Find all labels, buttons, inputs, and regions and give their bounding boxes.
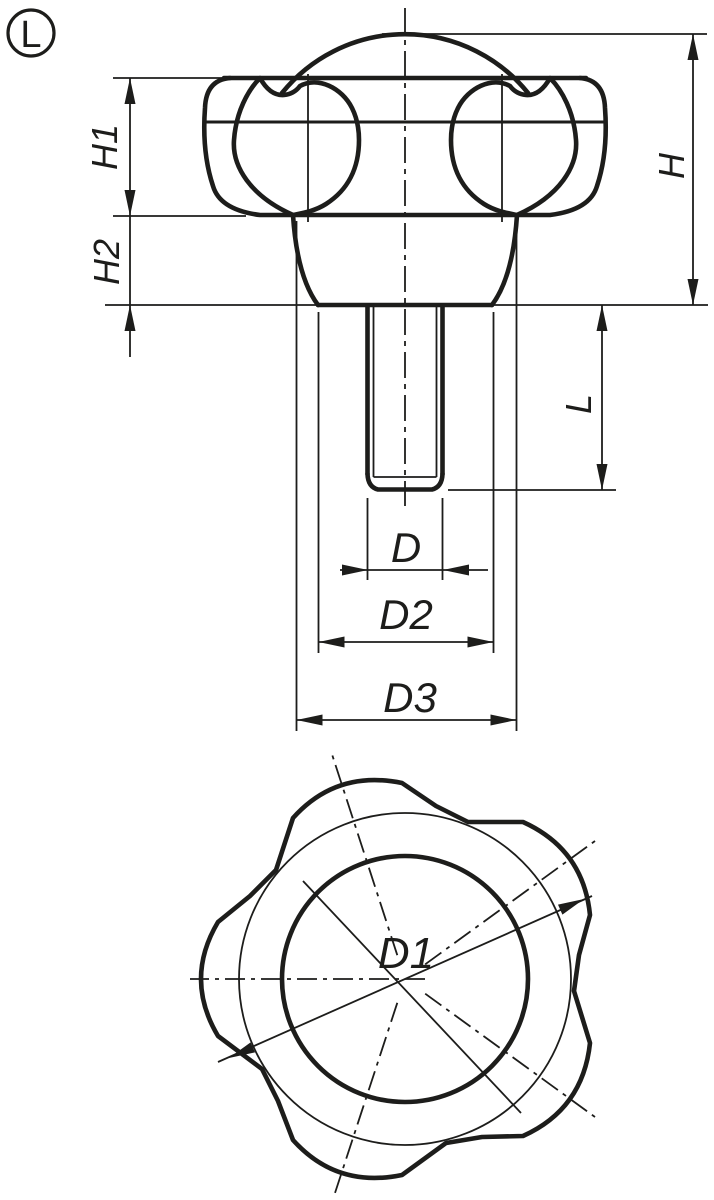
arrow-up-icon [687,34,699,60]
arrow-right-icon [467,636,494,648]
extension-lines [105,33,708,731]
arrow-left-icon [296,714,323,726]
dome-arc [279,31,531,96]
grip-silhouette [201,75,609,218]
letter-badge: L [6,8,56,58]
stud-major-diameter [365,304,445,477]
star-outline [198,777,593,1181]
arrow-left-icon [443,564,469,576]
arrow-up-icon [124,78,136,104]
dim-label-h: H [651,152,692,179]
front-lobe-left [231,75,362,218]
arrow-right-icon [342,564,368,576]
dim-label-d1: D1 [378,929,434,978]
dim-d1: D1 [217,895,593,1063]
dim-d2: D2 [318,591,494,648]
badge-label: L [20,14,41,56]
front-lobe-right [448,75,579,218]
dim-h1: H1 [84,78,136,357]
dim-label-d3: D3 [383,674,437,721]
thread-root-lines [372,307,438,478]
dim-h2: H2 [86,239,136,331]
arrow-up-right-icon [558,899,584,915]
dim-d3: D3 [296,674,517,726]
dim-l: L [558,305,608,490]
arrow-up-icon [596,305,608,331]
arrow-down-icon [124,190,136,216]
hub-circle [279,853,531,1105]
arrow-down-left-icon [229,1042,255,1058]
dim-label-l: L [558,394,599,414]
arrow-down-icon [687,279,699,305]
arrow-up-icon [124,305,136,331]
dim-label-d2: D2 [379,591,433,638]
stud-bottom-chamfer [365,471,445,492]
knob-geometry [201,31,609,492]
hub-taper-left [290,212,321,308]
arrow-right-icon [490,714,517,726]
arrow-left-icon [318,636,345,648]
side-view: H1 H2 H L D [84,8,708,731]
badge-circle [6,8,56,58]
bottom-view: D1 [190,755,596,1197]
hub-taper-right [489,212,520,308]
dim-h: H [651,34,699,305]
dim-label-h1: H1 [84,124,125,170]
dim-label-d: D [391,524,421,571]
arrow-down-icon [596,464,608,490]
radial-center-lines [190,755,596,1197]
grip-circle [238,812,572,1146]
center-ray-252 [333,1002,399,1197]
dim-label-h2: H2 [86,239,127,285]
dim-d: D [340,524,488,576]
